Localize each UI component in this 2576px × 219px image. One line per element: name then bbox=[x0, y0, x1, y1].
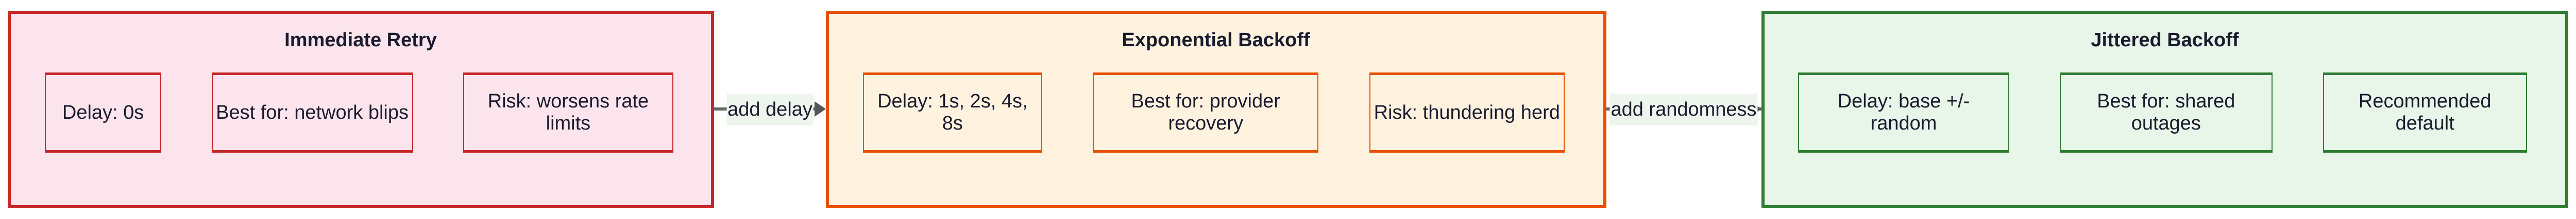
group-jittered-backoff: Jittered Backoff Delay: base +/- random … bbox=[1761, 11, 2568, 208]
node-delay[interactable]: Delay: base +/- random bbox=[1798, 72, 2009, 153]
arrowhead-icon bbox=[814, 101, 826, 117]
edge-label-add-randomness: add randomness bbox=[1609, 94, 1758, 125]
node-risk[interactable]: Risk: thundering herd bbox=[1369, 72, 1565, 153]
group-title: Jittered Backoff bbox=[2091, 29, 2239, 51]
node-best-for[interactable]: Best for: network blips bbox=[211, 72, 413, 153]
node-recommended[interactable]: Recommended default bbox=[2323, 72, 2527, 153]
node-best-for[interactable]: Best for: provider recovery bbox=[1093, 72, 1319, 153]
group-title: Exponential Backoff bbox=[1122, 29, 1310, 51]
group-exponential-backoff: Exponential Backoff Delay: 1s, 2s, 4s, 8… bbox=[825, 11, 1606, 208]
node-delay[interactable]: Delay: 0s bbox=[44, 72, 162, 153]
node-delay[interactable]: Delay: 1s, 2s, 4s, 8s bbox=[862, 72, 1042, 153]
edge-label-add-delay: add delay bbox=[726, 94, 814, 125]
group-title: Immediate Retry bbox=[284, 29, 437, 51]
node-best-for[interactable]: Best for: shared outages bbox=[2059, 72, 2273, 153]
node-risk[interactable]: Risk: worsens rate limits bbox=[463, 72, 674, 153]
group-immediate-retry: Immediate Retry Delay: 0s Best for: netw… bbox=[7, 11, 714, 208]
